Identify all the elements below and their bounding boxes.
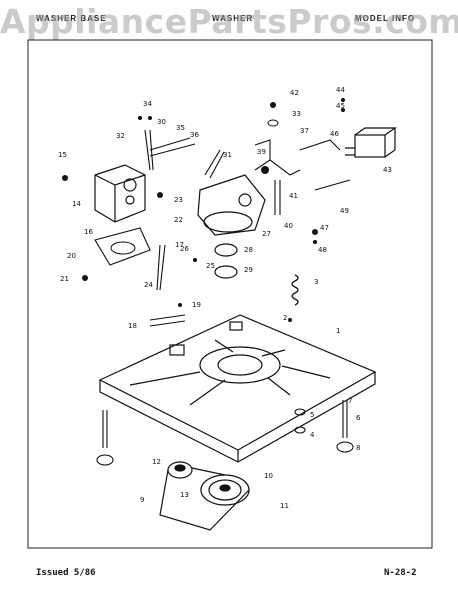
spring (291, 274, 299, 306)
callout: 31 (223, 151, 232, 159)
header-center: WASHER (212, 14, 254, 23)
callout: 32 (116, 132, 125, 140)
callout: 20 (67, 252, 76, 260)
callout: 8 (356, 444, 360, 452)
callout: 25 (206, 262, 215, 270)
leveling-feet (96, 400, 354, 466)
callout: 14 (72, 200, 81, 208)
callout: 43 (383, 166, 392, 174)
footer-page-code: N-28-2 (384, 568, 417, 578)
fasteners (62, 98, 345, 322)
callout: 2 (283, 314, 287, 322)
callout: 29 (244, 266, 253, 274)
header-left: WASHER BASE (36, 14, 107, 23)
callout: 24 (144, 281, 153, 289)
mounting-bracket (94, 227, 151, 266)
pulley-belt-assembly (159, 461, 250, 531)
callout: 49 (340, 207, 349, 215)
callout: 4 (310, 431, 315, 439)
callout: 39 (257, 148, 266, 156)
callout: 28 (244, 246, 253, 254)
callout: 15 (58, 151, 67, 159)
callout: 35 (176, 124, 185, 132)
callout: 33 (292, 110, 301, 118)
callout: 47 (320, 224, 329, 232)
callout: 45 (336, 102, 345, 110)
callout: 9 (140, 496, 144, 504)
water-valve (345, 127, 397, 158)
callout: 36 (190, 131, 199, 139)
callout: 5 (310, 411, 314, 419)
callout: 23 (174, 196, 183, 204)
callout: 12 (152, 458, 161, 466)
callout-labels: 1 2 3 4 5 6 7 8 9 10 11 12 13 14 15 16 1… (58, 86, 392, 510)
callout: 30 (157, 118, 166, 126)
callout: 1 (336, 327, 340, 335)
callout: 44 (336, 86, 345, 94)
callout: 27 (262, 230, 271, 238)
callout: 37 (300, 127, 309, 135)
callout: 11 (280, 502, 289, 510)
callout: 42 (290, 89, 299, 97)
transmission (197, 174, 266, 279)
callout: 3 (314, 278, 318, 286)
pump-housing (94, 164, 146, 223)
callout: 17 (175, 241, 184, 249)
callout: 48 (318, 246, 327, 254)
callout: 19 (192, 301, 201, 309)
footer-issued: Issued 5/86 (36, 568, 96, 578)
callout: 21 (60, 275, 69, 283)
diagram-frame (27, 39, 433, 549)
callout: 13 (180, 491, 189, 499)
callout: 7 (348, 397, 352, 405)
callout: 34 (143, 100, 152, 108)
base-plate (98, 314, 377, 463)
callout: 16 (84, 228, 93, 236)
callout: 22 (174, 216, 183, 224)
callout: 46 (330, 130, 339, 138)
callout: 26 (180, 245, 189, 253)
callout: 10 (264, 472, 273, 480)
callout: 41 (289, 192, 298, 200)
callout: 18 (128, 322, 137, 330)
header-right: MODEL INFO (355, 14, 416, 23)
callout: 6 (356, 414, 361, 422)
callout: 40 (284, 222, 293, 230)
linkages (144, 129, 351, 327)
